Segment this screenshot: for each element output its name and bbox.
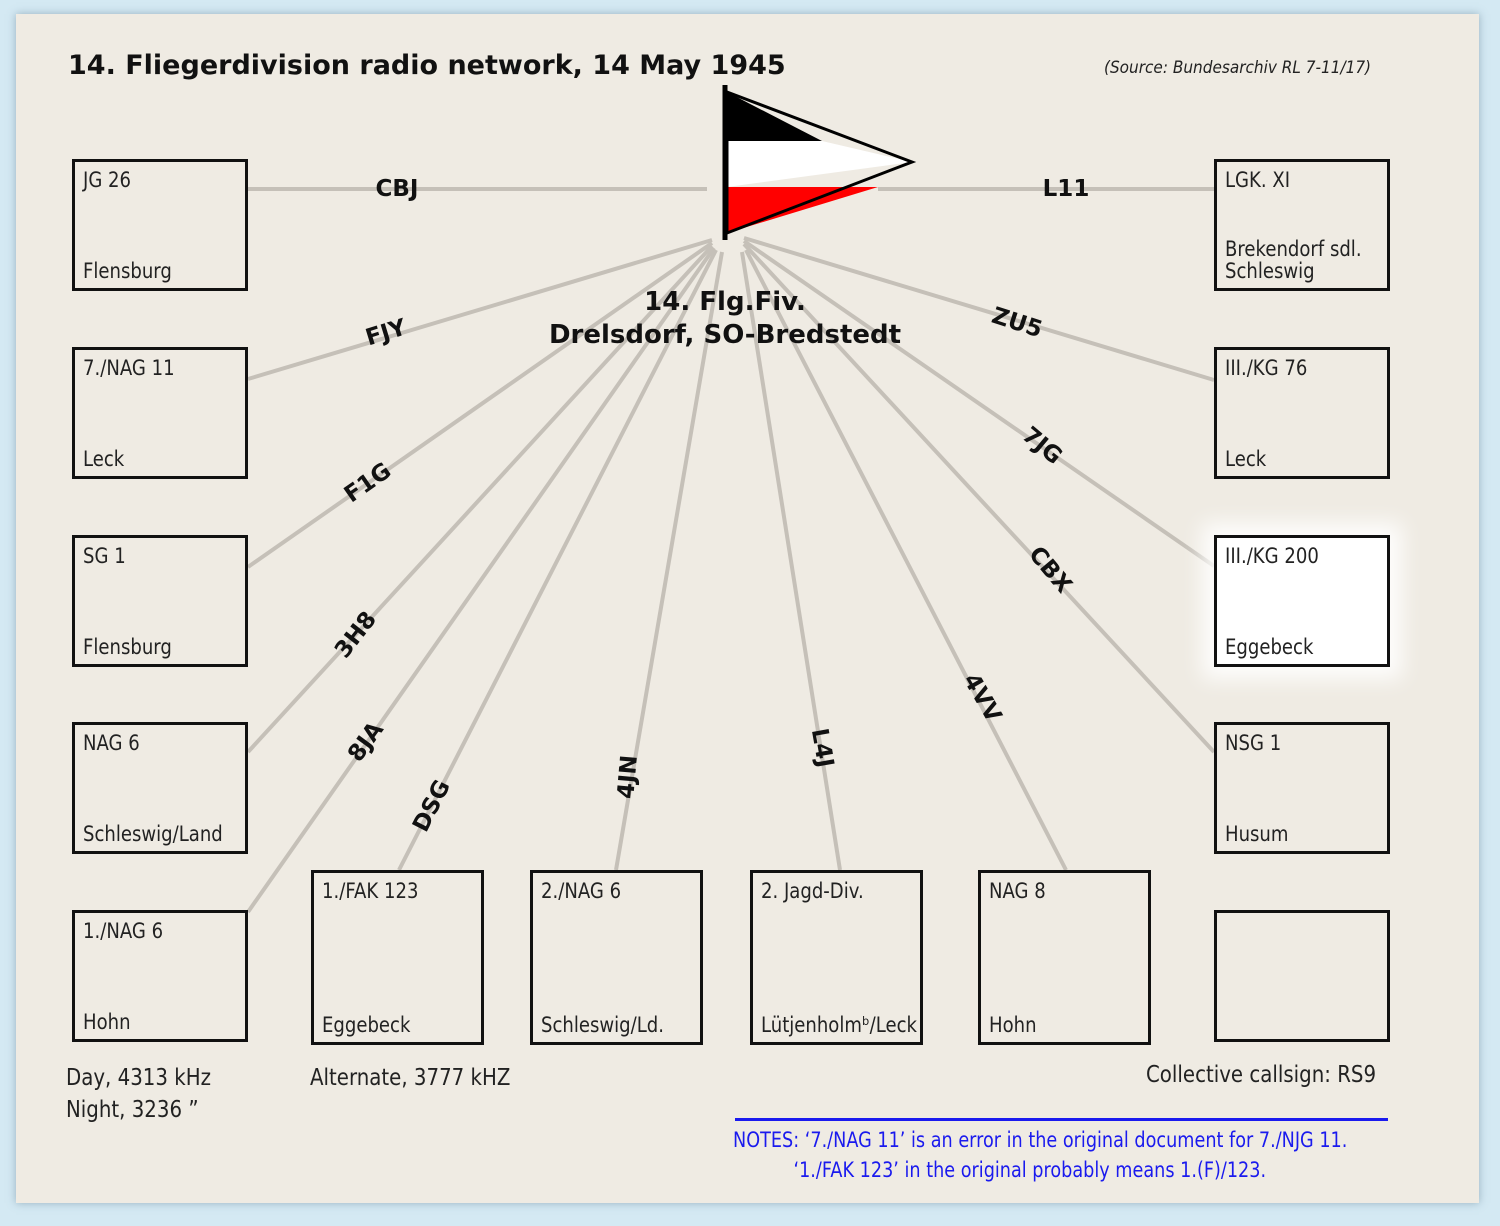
radio-link <box>246 244 714 754</box>
hq-name: 14. Flg.Fiv. <box>644 287 806 317</box>
frequency-day: Day, 4313 kHz <box>66 1065 211 1091</box>
unit-location: Eggebeck <box>322 1013 411 1037</box>
callsign-label: 7JG <box>1017 422 1067 470</box>
radio-link <box>246 241 714 569</box>
unit-box: NAG 8 Hohn <box>978 870 1151 1045</box>
unit-box: 2./NAG 6 Schleswig/Ld. <box>530 870 703 1045</box>
page-title: 14. Fliegerdivision radio network, 14 Ma… <box>68 50 786 81</box>
hq-location: Drelsdorf, SO-Bredstedt <box>548 320 902 350</box>
notes-divider <box>735 1118 1388 1121</box>
unit-location: Flensburg <box>83 259 172 283</box>
radio-link <box>744 249 1068 871</box>
frequency-alternate: Alternate, 3777 kHZ <box>310 1065 511 1091</box>
unit-box: NAG 6 Schleswig/Land <box>72 722 248 854</box>
unit-box: JG 26 Flensburg <box>72 159 248 291</box>
frequency-night: Night, 3236 ” <box>66 1097 199 1123</box>
unit-box: 1./NAG 6 Hohn <box>72 910 248 1042</box>
unit-location: Lütjenholmᵇ/Leck <box>761 1013 918 1037</box>
unit-box: III./KG 76 Leck <box>1214 347 1390 479</box>
unit-name: NSG 1 <box>1225 731 1282 755</box>
unit-box: 2. Jagd-Div. Lütjenholmᵇ/Leck <box>750 870 923 1045</box>
frequency-day-night: Day, 4313 kHz Night, 3236 ” <box>66 1062 211 1126</box>
unit-name: NAG 6 <box>83 731 140 755</box>
unit-location: Flensburg <box>83 635 172 659</box>
note-line-2: ‘1./FAK 123’ in the original probably me… <box>793 1158 1267 1182</box>
callsign-label: FJY <box>363 314 410 351</box>
unit-location: Brekendorf sdl. Schleswig <box>1225 237 1362 283</box>
callsign-label: DSG <box>408 776 456 836</box>
callsign-label: F1G <box>340 458 396 508</box>
unit-location: Husum <box>1225 822 1289 846</box>
unit-location: Schleswig/Land <box>83 822 223 846</box>
radio-link <box>614 251 724 871</box>
radio-link <box>742 242 1216 754</box>
unit-name: 2./NAG 6 <box>541 879 622 903</box>
callsign-label: 4JN <box>613 754 643 800</box>
unit-name: SG 1 <box>83 544 126 568</box>
callsign-label: L4J <box>806 726 838 769</box>
unit-box: 7./NAG 11 Leck <box>72 347 248 479</box>
collective-callsign: Collective callsign: RS9 <box>1146 1062 1377 1088</box>
unit-location: Leck <box>83 447 125 471</box>
callsign-label: 8JA <box>343 717 389 767</box>
callsign-label: 4VV <box>958 669 1006 727</box>
unit-name: JG 26 <box>83 168 132 192</box>
callsign-label: CBX <box>1023 542 1077 599</box>
unit-box: LGK. XI Brekendorf sdl. Schleswig <box>1214 159 1390 291</box>
source-note: (Source: Bundesarchiv RL 7-11/17) <box>1104 58 1372 78</box>
notes: NOTES: ‘7./NAG 11’ is an error in the or… <box>733 1125 1347 1185</box>
unit-name: 1./NAG 6 <box>83 919 164 943</box>
callsign-label: L11 <box>1043 176 1090 202</box>
callsign-label: ZU5 <box>989 303 1046 344</box>
unit-name: III./KG 200 <box>1225 544 1319 568</box>
hq-label: 14. Flg.Fiv. Drelsdorf, SO-Bredstedt <box>520 286 930 352</box>
unit-box: NSG 1 Husum <box>1214 722 1390 854</box>
radio-link <box>246 246 716 914</box>
unit-name: 2. Jagd-Div. <box>761 879 864 903</box>
radio-link <box>397 249 718 871</box>
unit-location: Hohn <box>83 1010 131 1034</box>
unit-name: NAG 8 <box>989 879 1046 903</box>
unit-name: III./KG 76 <box>1225 356 1308 380</box>
note-line-1: NOTES: ‘7./NAG 11’ is an error in the or… <box>733 1128 1348 1152</box>
radio-link <box>743 236 1215 382</box>
unit-location: Leck <box>1225 447 1267 471</box>
radio-link <box>247 238 713 381</box>
unit-name: 7./NAG 11 <box>83 356 175 380</box>
radio-link <box>740 251 842 871</box>
unit-box: SG 1 Flensburg <box>72 535 248 667</box>
radio-link <box>742 239 1216 568</box>
callsign-label: CBJ <box>376 176 419 202</box>
unit-name: 1./FAK 123 <box>322 879 419 903</box>
unit-location: Hohn <box>989 1013 1037 1037</box>
unit-name: LGK. XI <box>1225 168 1291 192</box>
unit-location: Schleswig/Ld. <box>541 1013 664 1037</box>
flag-icon <box>722 85 917 240</box>
unit-location: Eggebeck <box>1225 635 1314 659</box>
unit-box <box>1214 910 1390 1042</box>
